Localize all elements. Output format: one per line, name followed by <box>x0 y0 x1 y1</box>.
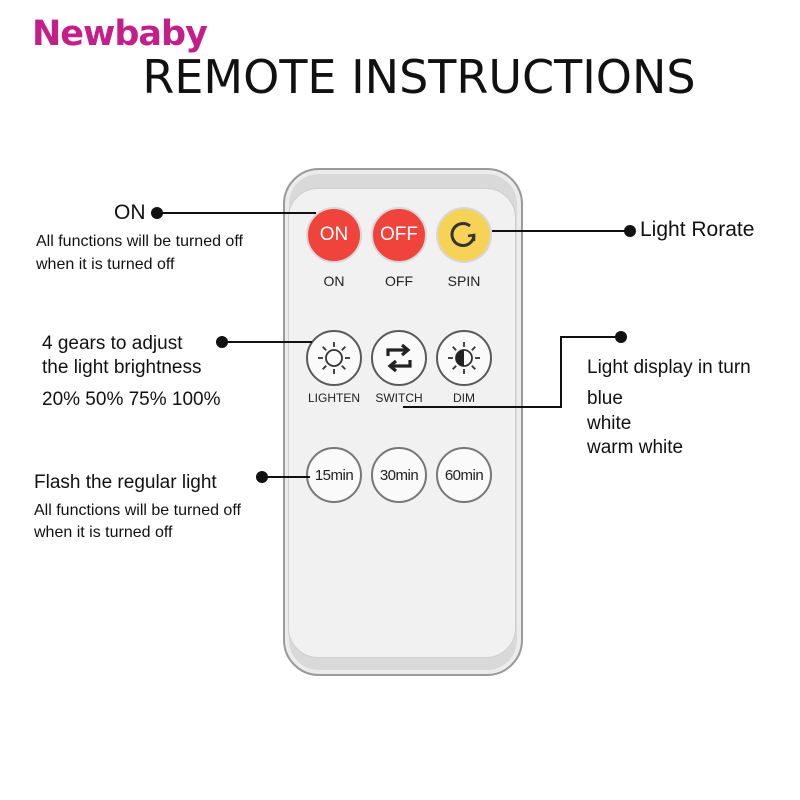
timer-60min-button[interactable]: 60min <box>436 447 492 503</box>
timer-15min-button[interactable]: 15min <box>306 447 362 503</box>
on-callout-dot <box>151 207 163 219</box>
on-button[interactable]: ON <box>306 207 362 263</box>
spin-icon <box>450 222 476 247</box>
spin-button-label: SPIN <box>447 273 481 289</box>
brand-logo: Newbaby <box>32 14 208 54</box>
brightness-annotation-line3: 20% 50% 75% 100% <box>42 389 221 410</box>
timer-30min-button[interactable]: 30min <box>371 447 427 503</box>
timer-30min-label: 30min <box>379 466 419 484</box>
display-item-white: white <box>587 413 632 434</box>
sun-icon <box>318 342 350 374</box>
lighten-button-label: LIGHTEN <box>307 391 360 405</box>
switch-arrows-icon <box>386 343 412 373</box>
brightness-annotation-line2: the light brightness <box>42 357 202 378</box>
on-button-face: ON <box>319 224 349 245</box>
rotate-annotation-title: Light Rorate <box>640 218 755 241</box>
flash-annotation-line1: All functions will be turned off <box>34 502 241 519</box>
lighten-button[interactable] <box>306 330 362 386</box>
display-item-blue: blue <box>587 388 623 409</box>
dim-button-label: DIM <box>453 391 475 405</box>
timer-15min-label: 15min <box>314 466 354 484</box>
display-annotation-title: Light display in turn <box>587 357 751 378</box>
on-button-label: ON <box>323 273 345 289</box>
on-annotation-title: ON <box>114 201 146 224</box>
display-item-warm-white: warm white <box>587 437 684 458</box>
page-title: REMOTE INSTRUCTIONS <box>142 50 696 104</box>
display-callout-line <box>403 336 621 408</box>
flash-annotation-title: Flash the regular light <box>34 472 217 493</box>
off-button-face: OFF <box>380 224 418 245</box>
display-callout-dot <box>615 331 627 343</box>
on-annotation-line1: All functions will be turned off <box>36 233 243 250</box>
flash-annotation-line2: when it is turned off <box>34 524 173 541</box>
off-button-label: OFF <box>385 273 413 289</box>
switch-button[interactable] <box>371 330 427 386</box>
remote-face <box>288 188 516 658</box>
timer-60min-label: 60min <box>444 466 484 484</box>
dim-button[interactable] <box>436 330 492 386</box>
switch-button-label: SWITCH <box>375 391 423 405</box>
flash-callout-dot <box>256 471 268 483</box>
brightness-annotation-line1: 4 gears to adjust <box>42 333 183 354</box>
spin-button[interactable] <box>436 207 492 263</box>
rotate-callout-dot <box>624 225 636 237</box>
off-button[interactable]: OFF <box>371 207 427 263</box>
on-annotation-line2: when it is turned off <box>36 256 175 273</box>
half-sun-icon <box>448 342 480 374</box>
brightness-callout-dot <box>216 336 228 348</box>
